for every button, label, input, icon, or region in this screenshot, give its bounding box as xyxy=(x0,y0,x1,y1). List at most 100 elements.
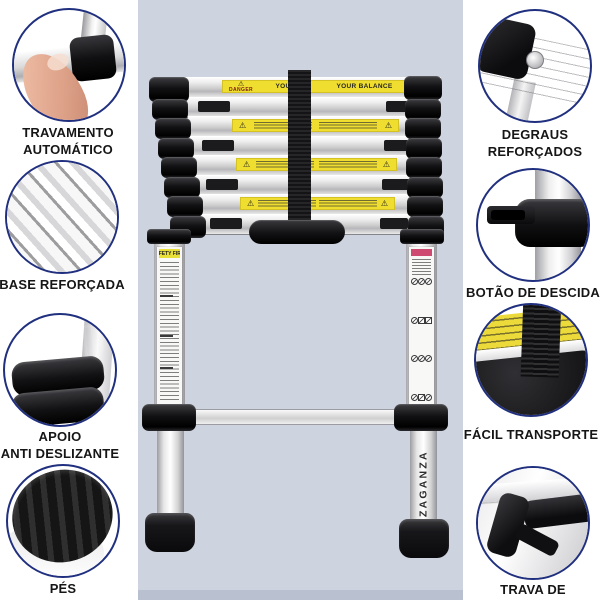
pictogram-icon xyxy=(418,393,425,401)
reinforced-step-close-up-photo xyxy=(480,11,590,121)
callout-label-botao: BOTÃO DE DESCIDA xyxy=(463,284,600,301)
locking-collar xyxy=(152,99,188,120)
rail-connector xyxy=(400,229,444,244)
locking-collar xyxy=(149,77,189,102)
callout-label-base: BASE REFORÇADA xyxy=(0,276,132,293)
carry-strap xyxy=(288,70,311,232)
fine-print-lines xyxy=(160,262,179,401)
descent-button-slot xyxy=(491,209,526,220)
pictogram-icon xyxy=(425,393,432,401)
rail-connector xyxy=(147,229,191,244)
rung-rubber-insert xyxy=(386,101,414,112)
carry-strap-close-up-photo xyxy=(476,305,586,415)
warning-pictogram-sticker xyxy=(409,247,434,405)
callout-circle-base xyxy=(5,160,119,274)
callout-label-degraus: DEGRAUS REFORÇADOS xyxy=(465,126,600,160)
warning-triangle-icon: ⚠ xyxy=(237,80,245,88)
ladder-leg-right xyxy=(410,428,437,524)
pictogram-icon xyxy=(418,355,425,363)
rung-rubber-insert xyxy=(210,218,242,229)
rung-rubber-insert xyxy=(382,179,410,190)
pictogram-icon xyxy=(411,316,418,324)
locking-collar xyxy=(406,138,442,159)
label-line: DEGRAUS xyxy=(501,127,569,142)
callout-label-pes: PÉS ANTIDERRAPANTES xyxy=(0,580,133,600)
rung-rubber-insert xyxy=(380,218,408,229)
danger-word: DANGER xyxy=(229,86,254,93)
callout-label-transporte: FÁCIL TRANSPORTE xyxy=(461,426,600,443)
warning-triangle-icon: ⚠ xyxy=(380,198,388,208)
rubber-foot-left xyxy=(145,513,195,552)
danger-text-right: YOUR BALANCE xyxy=(336,83,393,90)
label-line: FÁCIL TRANSPORTE xyxy=(463,427,599,442)
rung-rubber-insert xyxy=(202,140,234,151)
locking-collar xyxy=(161,157,197,178)
ladder-rung-top: ⚠ DANGER YOU YOUR BALANCE xyxy=(184,77,441,98)
carry-strap xyxy=(520,305,562,379)
locking-collar xyxy=(407,196,443,217)
carry-handle xyxy=(249,220,345,244)
warning-pictograms xyxy=(411,278,432,401)
safety-first-title: SAFETY FIRST xyxy=(159,249,180,258)
pictogram-icon xyxy=(411,393,418,401)
ladder-rung: ⚠ ⚠ xyxy=(188,116,439,137)
locking-collar xyxy=(164,177,200,198)
rubber-foot-right xyxy=(399,519,449,558)
rung-rubber-insert xyxy=(206,179,238,190)
danger-block: ⚠ DANGER xyxy=(229,81,253,93)
label-line: TRAVAMENTO xyxy=(22,125,114,140)
non-slip-foot-close-up-photo xyxy=(8,466,118,576)
warning-sticker-header xyxy=(411,249,432,256)
locking-collar xyxy=(407,177,443,198)
pictogram-icon xyxy=(425,278,432,285)
fine-print-lines xyxy=(319,160,378,169)
fine-print-heading xyxy=(160,367,173,369)
ladder-rung: ⚠ ⚠ xyxy=(196,194,435,215)
pictogram-icon xyxy=(411,278,418,285)
label-line: AUTOMÁTICO xyxy=(23,142,113,157)
danger-text-left: YOU xyxy=(275,83,291,90)
pictogram-icon xyxy=(425,355,432,363)
locking-collar xyxy=(405,99,441,120)
callout-circle-apoio xyxy=(3,313,117,427)
label-line: ANTI DESLIZANTE xyxy=(0,446,120,461)
rung-rubber-insert xyxy=(384,140,412,151)
fine-print-heading xyxy=(160,295,173,297)
warning-triangle-icon: ⚠ xyxy=(382,159,390,169)
safety-sticker: ⚠ ⚠ xyxy=(236,158,397,171)
bottom-rung xyxy=(178,409,414,425)
safety-sticker: ⚠ ⚠ xyxy=(240,197,395,210)
locking-collar xyxy=(405,118,441,139)
auto-lock-close-up-photo xyxy=(14,10,124,120)
bottom-corner-collar xyxy=(142,404,196,431)
label-line: PÉS xyxy=(49,581,77,596)
callout-label-travamento: TRAVAMENTO AUTOMÁTICO xyxy=(0,124,138,158)
label-line: BOTÃO DE DESCIDA xyxy=(466,285,600,300)
callout-circle-travamento xyxy=(12,8,126,122)
fine-print-lines xyxy=(257,199,316,208)
ladder-leg-left xyxy=(157,424,184,518)
ladder-rung: ⚠ ⚠ xyxy=(192,155,437,176)
warning-triangle-icon: ⚠ xyxy=(384,120,392,130)
safety-lock-close-up-photo xyxy=(478,468,588,578)
locking-collar xyxy=(167,196,203,217)
fine-print-lines xyxy=(412,259,431,275)
label-line: REFORÇADOS xyxy=(487,144,583,159)
callout-circle-trava xyxy=(476,466,590,580)
fine-print-lines xyxy=(319,121,378,130)
callout-circle-botao xyxy=(476,168,590,282)
callout-circle-transporte xyxy=(474,303,588,417)
callout-circle-degraus xyxy=(478,9,592,123)
pictogram-icon xyxy=(418,316,425,324)
label-line: ANTIDERRAPANTES xyxy=(0,597,133,600)
safety-sticker: ⚠ ⚠ xyxy=(232,119,399,132)
floor-shadow xyxy=(138,590,463,600)
step-rivet xyxy=(526,50,545,69)
callout-label-apoio: APOIO ANTI DESLIZANTE xyxy=(0,428,130,462)
ladder-rung xyxy=(194,175,436,196)
pictogram-icon xyxy=(411,355,418,363)
ladder-rung xyxy=(186,97,440,118)
anti-slip-support-close-up-photo xyxy=(5,315,115,425)
warning-triangle-icon: ⚠ xyxy=(239,120,247,130)
danger-warning-label: ⚠ DANGER YOU YOUR BALANCE xyxy=(222,80,415,93)
